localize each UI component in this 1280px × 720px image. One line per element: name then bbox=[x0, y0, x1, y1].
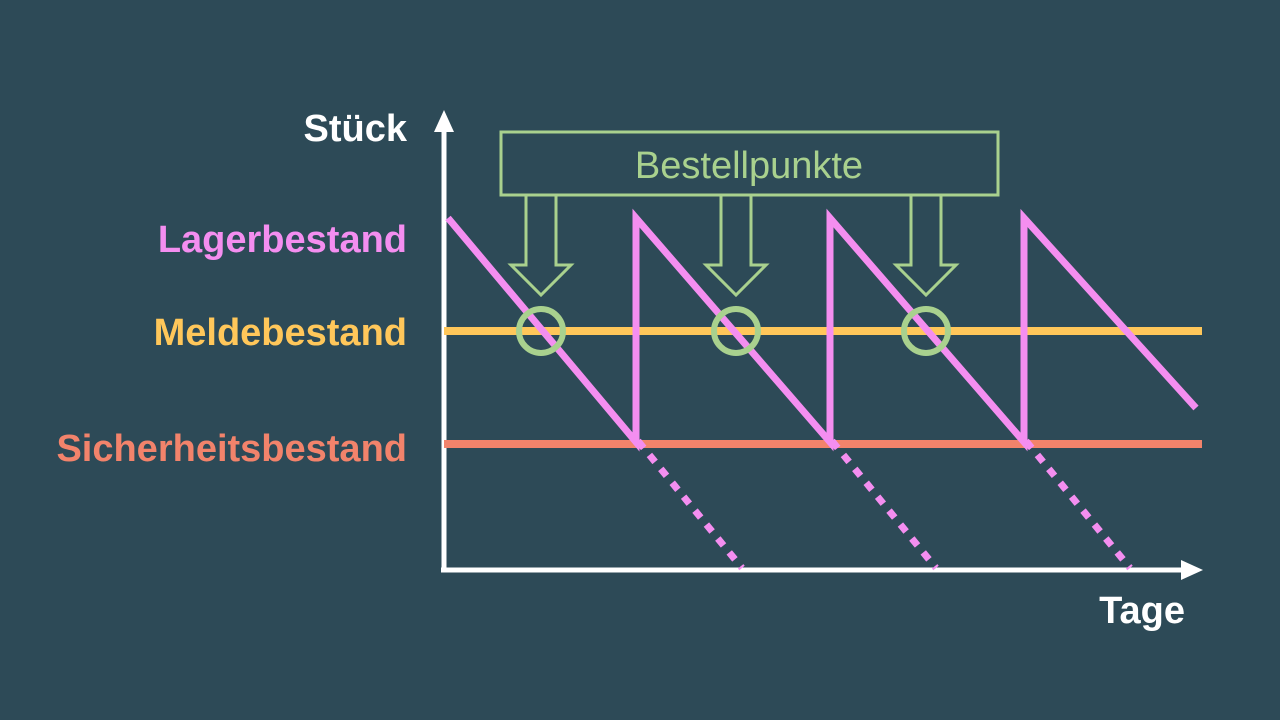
projected-depletion-3 bbox=[1023, 438, 1133, 571]
y-axis-label: Stück bbox=[304, 108, 408, 150]
projected-depletion-2 bbox=[829, 438, 939, 571]
reorder-arrow-3 bbox=[892, 193, 960, 298]
projected-depletion-1 bbox=[635, 438, 745, 571]
reorder-arrow-1 bbox=[507, 193, 575, 298]
reorder-level-label: Meldebestand bbox=[154, 312, 407, 354]
reorder-point-marker-1 bbox=[516, 306, 566, 356]
callout-label: Bestellpunkte bbox=[635, 145, 863, 187]
reorder-point-marker-3 bbox=[901, 306, 951, 356]
safety-level-label: Sicherheitsbestand bbox=[56, 428, 407, 470]
reorder-point-marker-2 bbox=[711, 306, 761, 356]
projected-depletion-lines bbox=[635, 438, 1133, 571]
x-axis-label: Tage bbox=[1099, 590, 1185, 632]
stock-label: Lagerbestand bbox=[158, 219, 407, 261]
x-axis-arrow bbox=[1181, 560, 1203, 580]
stock-sawtooth-line bbox=[445, 208, 1199, 452]
callout-arrows bbox=[507, 193, 960, 298]
y-axis-arrow bbox=[434, 110, 454, 132]
reorder-arrow-2 bbox=[702, 193, 770, 298]
reorder-point-markers bbox=[516, 306, 951, 356]
